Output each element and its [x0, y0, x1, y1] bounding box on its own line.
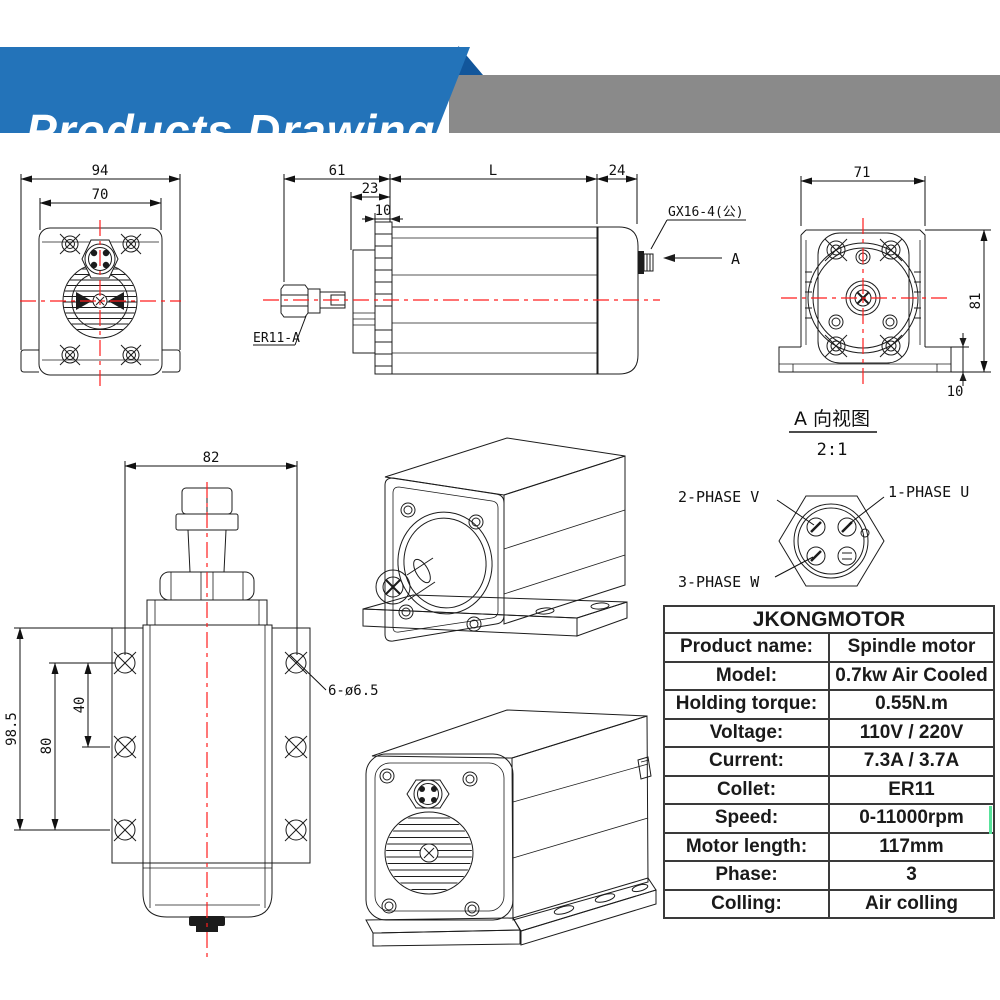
- spec-label: Phase:: [663, 860, 830, 891]
- right-mount-flange: [271, 627, 311, 864]
- rear-view-drawing: 71: [778, 165, 991, 400]
- dim-23: 23: [362, 181, 379, 197]
- iso-connector: [406, 779, 450, 809]
- top-view-drawing: 82: [4, 450, 379, 958]
- table-row: Model:0.7kw Air Cooled: [663, 660, 995, 691]
- table-row: Collet:ER11: [663, 774, 995, 805]
- spec-value: Air colling: [828, 888, 995, 919]
- banner-ribbon: Products Drawings: [0, 47, 470, 133]
- spec-table-header: JKONGMOTOR: [663, 605, 995, 634]
- dim-94: 94: [92, 163, 109, 179]
- mounting-holes: [113, 651, 308, 842]
- view-a-arrow: [663, 254, 675, 262]
- spec-label: Motor length:: [663, 831, 830, 862]
- spec-label: Voltage:: [663, 717, 830, 748]
- spec-label: Product name:: [663, 632, 830, 663]
- spec-value: 7.3A / 3.7A: [828, 746, 995, 777]
- spec-table: JKONGMOTOR Product name:Spindle motor Mo…: [663, 605, 995, 919]
- dim-24: 24: [609, 163, 626, 179]
- connector-hexagon: [778, 495, 885, 587]
- connector-pins: [806, 517, 857, 566]
- green-highlight-mark: [989, 806, 992, 834]
- label-view-a: A: [731, 250, 740, 268]
- front-view-drawing: 94 70: [20, 163, 181, 386]
- iso-screws: [379, 768, 480, 917]
- spec-value: Spindle motor: [828, 632, 995, 663]
- label-gx16: GX16-4(公): [668, 205, 744, 220]
- motor-body-top: [111, 624, 311, 918]
- gx16-connector: [638, 251, 654, 274]
- iso-view-front: [362, 437, 628, 642]
- side-view-drawing: 61 L 24 23 10 ER11-A: [253, 163, 746, 375]
- page-title: Products Drawings: [26, 105, 463, 157]
- spec-value: 117mm: [828, 831, 995, 862]
- table-row: Speed:0-11000rpm: [663, 803, 995, 834]
- pin-label-u: 1-PHASE U: [888, 483, 969, 501]
- dim-40: 40: [72, 697, 88, 714]
- label-holes: 6-ø6.5: [328, 683, 379, 699]
- table-row: Product name:Spindle motor: [663, 632, 995, 663]
- view-a-title: A 向视图: [794, 408, 870, 430]
- spec-label: Model:: [663, 660, 830, 691]
- spec-value: 0.7kw Air Cooled: [828, 660, 995, 691]
- bottom-connector: [189, 916, 225, 932]
- spec-value: 110V / 220V: [828, 717, 995, 748]
- front-screws: [59, 233, 142, 366]
- iso-base-plate: [362, 594, 628, 637]
- iso-fan-grille: [384, 811, 474, 895]
- label-er11a: ER11-A: [253, 331, 300, 346]
- iso-shaft: [375, 557, 436, 605]
- spec-label: Current:: [663, 746, 830, 777]
- view-a-scale: 2:1: [817, 440, 848, 460]
- view-a-pinout: A 向视图 2:1 2-PHASE V 1-PHASE U 3-PHASE W: [678, 408, 969, 591]
- spec-value: 0-11000rpm: [828, 803, 995, 834]
- table-row: Voltage:110V / 220V: [663, 717, 995, 748]
- dim-98-5: 98.5: [4, 712, 20, 746]
- collet-nut: [280, 284, 346, 318]
- spec-value: ER11: [828, 774, 995, 805]
- rear-screws: [824, 238, 903, 358]
- table-row: Current:7.3A / 3.7A: [663, 746, 995, 777]
- spec-label: Colling:: [663, 888, 830, 919]
- dim-80: 80: [39, 738, 55, 755]
- dim-82: 82: [203, 450, 220, 466]
- spec-value: 3: [828, 860, 995, 891]
- table-row: Holding torque:0.55N.m: [663, 689, 995, 720]
- dim-61: 61: [329, 163, 346, 179]
- iso-screws: [398, 502, 484, 632]
- dim-70: 70: [92, 187, 109, 203]
- dim-L: L: [489, 163, 497, 179]
- pin-label-v: 2-PHASE V: [678, 488, 759, 506]
- iso-side-connector: [637, 756, 652, 780]
- spec-label: Speed:: [663, 803, 830, 834]
- banner-gray-ribbon: [449, 75, 1000, 133]
- iso-base-plate: [365, 877, 657, 947]
- dim-81: 81: [968, 293, 984, 310]
- spec-value: 0.55N.m: [828, 689, 995, 720]
- dim-10: 10: [375, 203, 392, 219]
- table-row: Colling:Air colling: [663, 888, 995, 919]
- table-row: Motor length:117mm: [663, 831, 995, 862]
- pin-label-w: 3-PHASE W: [678, 573, 760, 591]
- iso-view-rear: [365, 709, 657, 947]
- spec-label: Holding torque:: [663, 689, 830, 720]
- left-mount-flange: [111, 627, 144, 864]
- motor-housing-side: [352, 221, 639, 375]
- spec-label: Collet:: [663, 774, 830, 805]
- dim-10-base: 10: [947, 384, 964, 400]
- table-row: Phase:3: [663, 860, 995, 891]
- dim-71: 71: [854, 165, 871, 181]
